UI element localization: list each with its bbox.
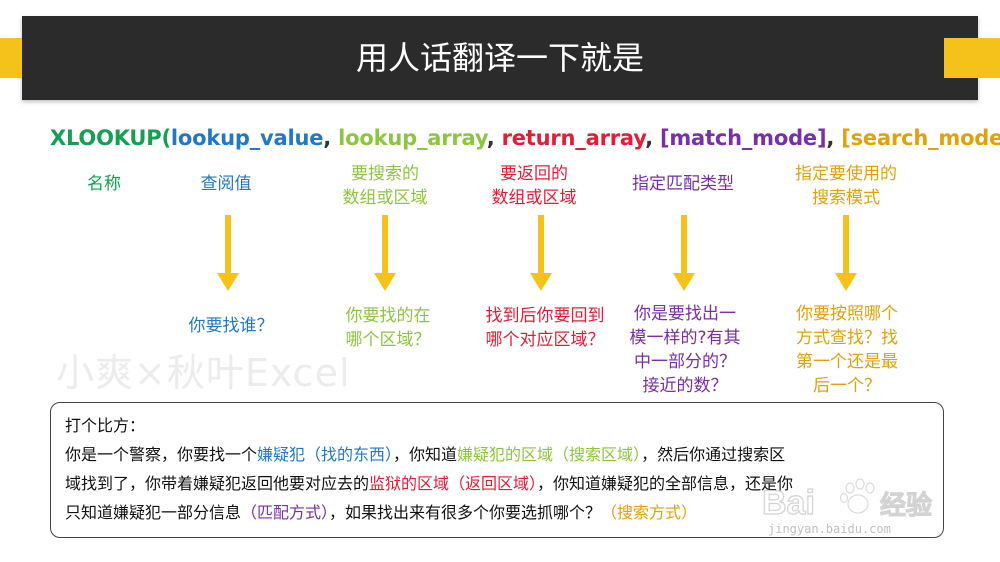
formula-sep: , [323, 126, 339, 150]
accent-bar-left [0, 38, 22, 78]
formula-function: XLOOKUP [50, 126, 162, 150]
accent-bar-right [944, 38, 1000, 78]
param-label-lookup-array: 要搜索的 数组或区域 [342, 164, 428, 208]
param-label-match-mode: 指定匹配类型 [632, 174, 734, 194]
arrow-down-icon [835, 215, 857, 291]
analogy-heading: 打个比方： [65, 416, 146, 435]
param-label-return-array: 要返回的 数组或区域 [491, 164, 577, 208]
param-desc-search-mode: 你要按照哪个 方式查找？找 第一个还是最 后一个？ [796, 304, 898, 396]
analogy-line: 只知道嫌疑犯一部分信息（匹配方式），如果找出来有很多个你要选抓哪个？（搜索方式） [65, 503, 698, 522]
formula-open-paren: ( [161, 126, 171, 150]
watermark-text: 小爽×秋叶Excel [56, 351, 351, 395]
param-label-name: 名称 [87, 174, 121, 194]
slide-title: 用人话翻译一下就是 [355, 39, 644, 77]
formula-arg-lookup-value: lookup_value [170, 126, 324, 150]
arrow-down-icon [217, 215, 239, 291]
analogy-box: 打个比方： 你是一个警察，你要找一个嫌疑犯（找的东西），你知道嫌疑犯的区域（搜索… [50, 402, 944, 538]
arrow-down-icon [374, 215, 396, 291]
param-desc-match-mode: 你是要找出一 模一样的?有其 中一部分的？ 接近的数？ [629, 304, 741, 396]
param-label-search-mode: 指定要使用的 搜索模式 [795, 164, 897, 208]
formula-sep: , [826, 126, 842, 150]
param-desc-return-array: 找到后你要回到 哪个对应区域？ [485, 306, 605, 350]
analogy-line: 域找到了，你带着嫌疑犯返回他要对应去的监狱的区域（返回区域），你知道嫌疑犯的全部… [65, 474, 794, 493]
svg-text:Bai: Bai [762, 484, 815, 522]
arrow-down-icon [530, 215, 552, 291]
formula-arg-lookup-array: lookup_array [338, 126, 487, 150]
formula-sep: , [645, 126, 660, 150]
param-desc-lookup-array: 你要找的在 哪个区域？ [345, 306, 431, 350]
formula-sep: , [486, 126, 502, 150]
param-desc-lookup-value: 你要找谁？ [188, 316, 274, 336]
analogy-line: 你是一个警察，你要找一个嫌疑犯（找的东西），你知道嫌疑犯的区域（搜索区域），然后… [65, 445, 786, 464]
svg-text:经验: 经验 [880, 490, 932, 521]
baidu-url: jingyan.baidu.com [768, 522, 891, 536]
formula-arg-match-mode: [match_mode] [659, 126, 827, 150]
arrow-down-icon [673, 215, 695, 291]
baidu-logo-icon: Bai 经验 [761, 478, 933, 523]
param-label-lookup-value: 查阅值 [200, 174, 252, 194]
header-bar [22, 16, 978, 100]
formula-arg-return-array: return_array [501, 126, 646, 150]
formula-arg-search-mode: [search_mode] [841, 126, 1000, 150]
formula-line: XLOOKUP(lookup_value, lookup_array, retu… [50, 126, 1000, 150]
